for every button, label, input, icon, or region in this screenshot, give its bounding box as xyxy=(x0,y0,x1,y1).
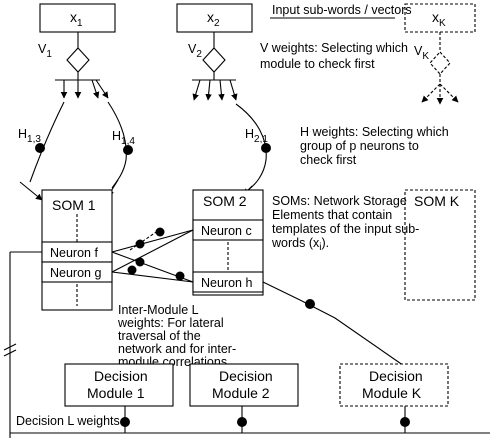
input-label-xk: xK xyxy=(432,9,446,29)
vk-gate-diamond xyxy=(429,51,451,75)
v1-arrow-4 xyxy=(95,79,109,99)
input-box-x1 xyxy=(39,3,116,33)
decision-module-2-line2: Module 2 xyxy=(212,385,270,401)
v2-arrow-1 xyxy=(192,79,201,101)
h13-connection xyxy=(29,101,65,183)
inputs-caption: Input sub-words / vectors xyxy=(272,3,412,17)
input-label-x1: x1 xyxy=(70,9,83,29)
l-weight-dot-2 xyxy=(155,227,165,237)
vk-arrow-1 xyxy=(421,83,441,103)
v1-gate-diamond xyxy=(66,47,90,73)
h14-weight-dot xyxy=(123,145,133,155)
h21-label: H2,1 xyxy=(245,127,268,145)
left-bus-break-mark-1 xyxy=(3,343,17,351)
g-to-c-link xyxy=(111,229,194,273)
decision-module-2-line1: Decision xyxy=(219,368,273,384)
v-weights-caption-line1: V weights: Selecting which xyxy=(260,41,408,55)
v-weights-caption-line2: module to check first xyxy=(260,57,375,71)
decision-module-1-box xyxy=(64,363,174,407)
dmk-weight-dot xyxy=(400,417,410,427)
v1-arrow-3 xyxy=(91,79,100,99)
l-weight-dot-3 xyxy=(135,257,145,267)
decision-module-1-line2: Module 1 xyxy=(87,385,145,401)
vk-label: VK xyxy=(414,44,429,62)
neuron-g-label: Neuron g xyxy=(50,266,101,280)
vk-arrow-3 xyxy=(439,83,459,103)
neuron-h-to-decision-k xyxy=(262,281,411,371)
inter-module-caption-line2: weights: For lateral xyxy=(117,316,224,330)
h14-label: H1,4 xyxy=(112,129,135,147)
h-weights-caption-line3: check first xyxy=(300,153,357,167)
neuron-f-label: Neuron f xyxy=(50,246,98,260)
decision-weights-label: Decision L weights xyxy=(16,414,120,428)
h13-arrow-into-som1 xyxy=(19,181,43,201)
decision-module-2-box xyxy=(189,363,299,407)
v2-label: V2 xyxy=(188,42,202,60)
v2-arrow-3 xyxy=(218,79,225,101)
v2-arrow-4 xyxy=(229,79,238,101)
h21-weight-dot xyxy=(261,143,271,153)
f-to-c-link xyxy=(111,229,194,253)
h13-weight-dot xyxy=(35,143,45,153)
input-label-x2: x2 xyxy=(207,9,220,29)
soms-caption-line1: SOMs: Network Storage xyxy=(272,194,407,208)
v2-arrow-2 xyxy=(205,79,212,101)
neuron-h-label: Neuron h xyxy=(201,276,252,290)
som2-title: SOM 2 xyxy=(203,193,247,209)
l-weight-dot-1 xyxy=(135,239,145,249)
left-bus-break-mark-2 xyxy=(3,349,17,357)
soms-caption-line3: templates of the input sub- xyxy=(272,222,419,236)
v1-label: V1 xyxy=(38,42,52,60)
inter-module-caption-line4: network and for inter- xyxy=(118,342,236,356)
input-box-x2 xyxy=(176,3,253,33)
neuron-h-weight-dot xyxy=(305,299,315,309)
somk-box xyxy=(404,189,476,301)
h21-connection xyxy=(235,103,267,191)
soms-caption-line2: Elements that contain xyxy=(272,208,392,222)
soms-caption-line4: words (xi). xyxy=(271,236,329,253)
v2-gate-diamond xyxy=(202,47,226,73)
decision-module-k-line2: Module K xyxy=(362,385,422,401)
h-weights-caption-line2: group of p neurons to xyxy=(300,139,419,153)
inter-module-caption-line1: Inter-Module L xyxy=(118,303,199,317)
somk-title: SOM K xyxy=(414,193,460,209)
decision-module-1-line1: Decision xyxy=(94,368,148,384)
dm1-weight-dot xyxy=(120,417,130,427)
dm2-weight-dot xyxy=(237,417,247,427)
som1-title: SOM 1 xyxy=(52,197,96,213)
l-weight-dot-5 xyxy=(175,271,185,281)
h13-label: H1,3 xyxy=(18,127,41,145)
l-weight-dot-4 xyxy=(127,265,137,275)
decision-module-k-box xyxy=(339,363,449,407)
h-weights-caption-line1: H weights: Selecting which xyxy=(300,125,449,139)
decision-module-k-line1: Decision xyxy=(369,368,423,384)
neuron-c-label: Neuron c xyxy=(201,224,252,238)
inter-module-caption-line3: traversal of the xyxy=(118,329,201,343)
